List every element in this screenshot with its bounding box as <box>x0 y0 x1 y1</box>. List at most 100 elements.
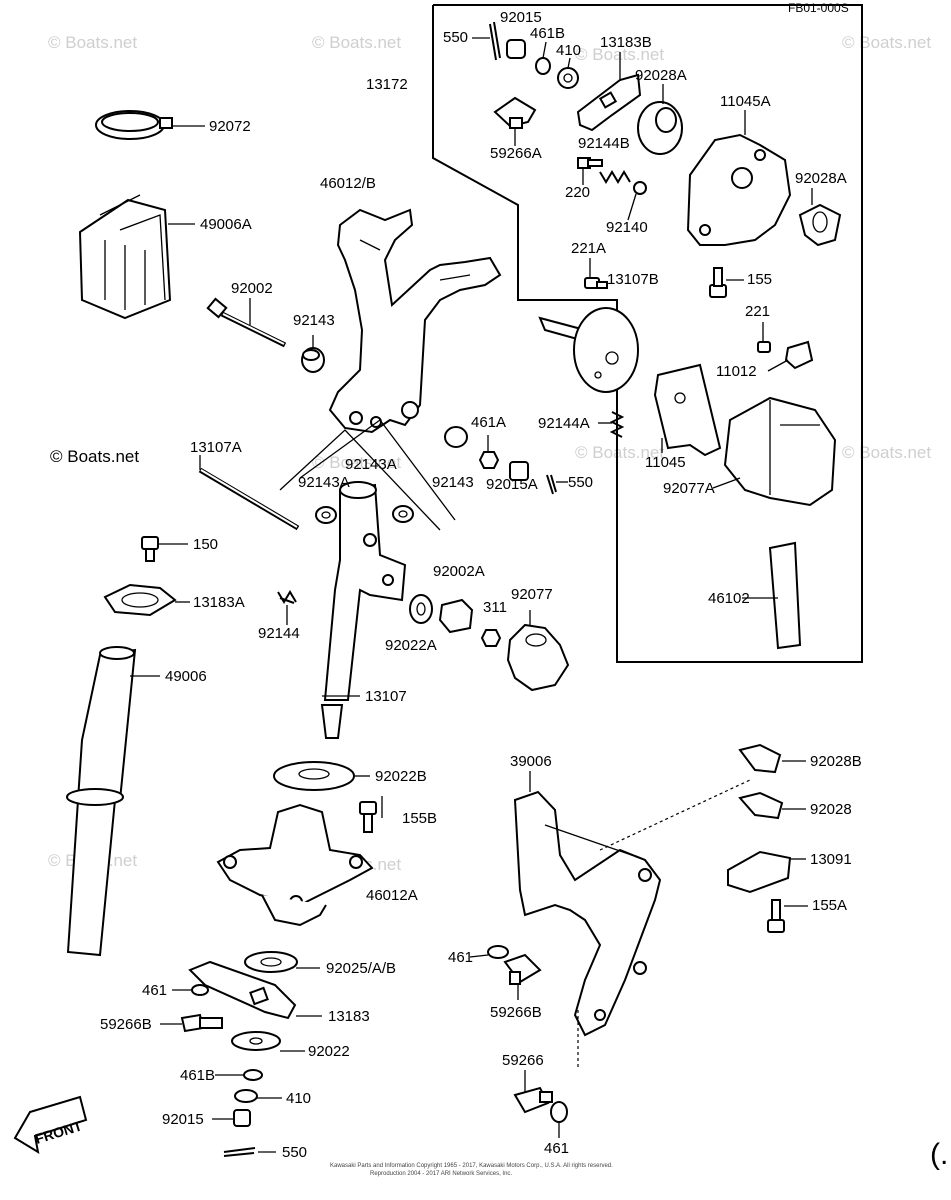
watermark-main: © Boats.net <box>50 447 139 466</box>
front-arrow: FRONT <box>13 1095 88 1155</box>
part-label: 461 <box>142 982 167 999</box>
part-label: 92140 <box>606 219 648 236</box>
part-92144b-spring <box>599 170 631 184</box>
part-label: 92144 <box>258 625 300 642</box>
part-92143-spacer <box>444 426 468 448</box>
part-label: 461B <box>180 1067 215 1084</box>
part-label: 410 <box>286 1090 311 1107</box>
watermark: © Boats.net <box>312 453 401 472</box>
part-label: 92143A <box>298 474 350 491</box>
watermark: © Boats.net <box>842 33 931 52</box>
part-label: 39006 <box>510 753 552 770</box>
part-220-bolt <box>577 157 603 169</box>
part-label: 155A <box>812 897 847 914</box>
part-461-washer-bot <box>550 1101 568 1123</box>
part-label: 410 <box>556 42 581 59</box>
part-label: 59266 <box>502 1052 544 1069</box>
part-label: 46012/B <box>320 175 376 192</box>
part-155-bolt <box>709 267 727 298</box>
part-13091-cap <box>727 850 792 894</box>
part-label: 92015 <box>162 1111 204 1128</box>
part-label: 13107A <box>190 439 242 456</box>
part-label: 550 <box>568 474 593 491</box>
watermark: © Boats.net <box>575 443 664 462</box>
part-92015-nut-top <box>506 39 526 59</box>
part-46012a-housing <box>216 803 374 927</box>
part-label: 155B <box>402 810 437 827</box>
part-13107b-bolt <box>584 277 608 289</box>
part-150-bolt <box>141 536 159 562</box>
part-label: 13107 <box>365 688 407 705</box>
part-label: 150 <box>193 536 218 553</box>
part-label: 92077 <box>511 586 553 603</box>
part-59266b-fitting-mid <box>503 953 542 985</box>
part-label: 221 <box>745 303 770 320</box>
watermark: © Boats.net <box>48 33 137 52</box>
part-92028b-bushing <box>738 743 782 774</box>
part-92143-bushing <box>301 347 325 373</box>
part-label: 92143 <box>432 474 474 491</box>
part-label: 92028B <box>810 753 862 770</box>
part-label: 46012A <box>366 887 418 904</box>
part-92015a-nut <box>509 461 529 481</box>
part-155b-bolt <box>359 801 377 833</box>
part-label: 13107B <box>607 271 659 288</box>
part-46102-lever <box>768 541 802 650</box>
part-46012b-bracket <box>328 208 502 434</box>
part-461a-nut <box>478 451 500 469</box>
part-label: 92143 <box>293 312 335 329</box>
part-410-washer-top <box>557 67 579 89</box>
watermark: © Boats.net <box>312 33 401 52</box>
part-550-cotter-pin-top <box>489 21 501 61</box>
part-label: 461 <box>544 1140 569 1157</box>
part-550-cotter-pin <box>546 474 557 495</box>
part-92144a-spring <box>609 411 625 438</box>
part-label: 550 <box>443 29 468 46</box>
part-92002-bolt <box>206 297 287 348</box>
part-label: 92077A <box>663 480 715 497</box>
part-label: 46102 <box>708 590 750 607</box>
part-13107a-shaft <box>198 467 300 531</box>
part-92077a-housing <box>723 396 837 507</box>
part-label: 92072 <box>209 118 251 135</box>
part-label: 311 <box>483 599 507 616</box>
corner-glyph: (. <box>930 1138 948 1171</box>
part-label: 461 <box>448 949 473 966</box>
part-92143a-washer <box>392 505 414 523</box>
part-label: 13183A <box>193 594 245 611</box>
part-label: 59266B <box>100 1016 152 1033</box>
part-label: 13183B <box>600 34 652 51</box>
part-label: 92144B <box>578 135 630 152</box>
part-label: 92025/A/B <box>326 960 396 977</box>
part-92077-knob <box>506 623 570 692</box>
part-label: 49006 <box>165 668 207 685</box>
part-label: 11045 <box>645 454 686 471</box>
diagram-code: FB01-000S <box>788 1 849 15</box>
part-13183b-arm <box>576 73 642 132</box>
part-label: 92002 <box>231 280 273 297</box>
part-label: 11045A <box>720 93 771 110</box>
part-59266-fitting <box>513 1086 553 1114</box>
part-label: 92015 <box>500 9 542 26</box>
part-label: 92028 <box>810 801 852 818</box>
part-59266b-fitting <box>180 1013 223 1033</box>
part-11012-block <box>784 340 814 370</box>
part-label: 220 <box>565 184 590 201</box>
part-92143a-washer <box>315 506 337 524</box>
part-label: 92143A <box>345 456 397 473</box>
part-label: 92002A <box>433 563 485 580</box>
part-label: 92144A <box>538 415 590 432</box>
part-92022b-washer <box>273 761 355 791</box>
part-11045-plate <box>653 363 722 457</box>
watermark: © Boats.net <box>842 443 931 462</box>
part-49006a-boot <box>78 194 172 320</box>
part-92140-ball <box>633 181 647 195</box>
part-550-pin <box>223 1147 256 1157</box>
part-label: 11012 <box>716 363 757 380</box>
part-label: 550 <box>282 1144 307 1161</box>
copyright-line: Reproduction 2004 - 2017 ARI Network Ser… <box>370 1171 512 1177</box>
part-92072-clamp <box>95 110 173 140</box>
part-label: 13183 <box>328 1008 370 1025</box>
part-label: 461A <box>471 414 506 431</box>
